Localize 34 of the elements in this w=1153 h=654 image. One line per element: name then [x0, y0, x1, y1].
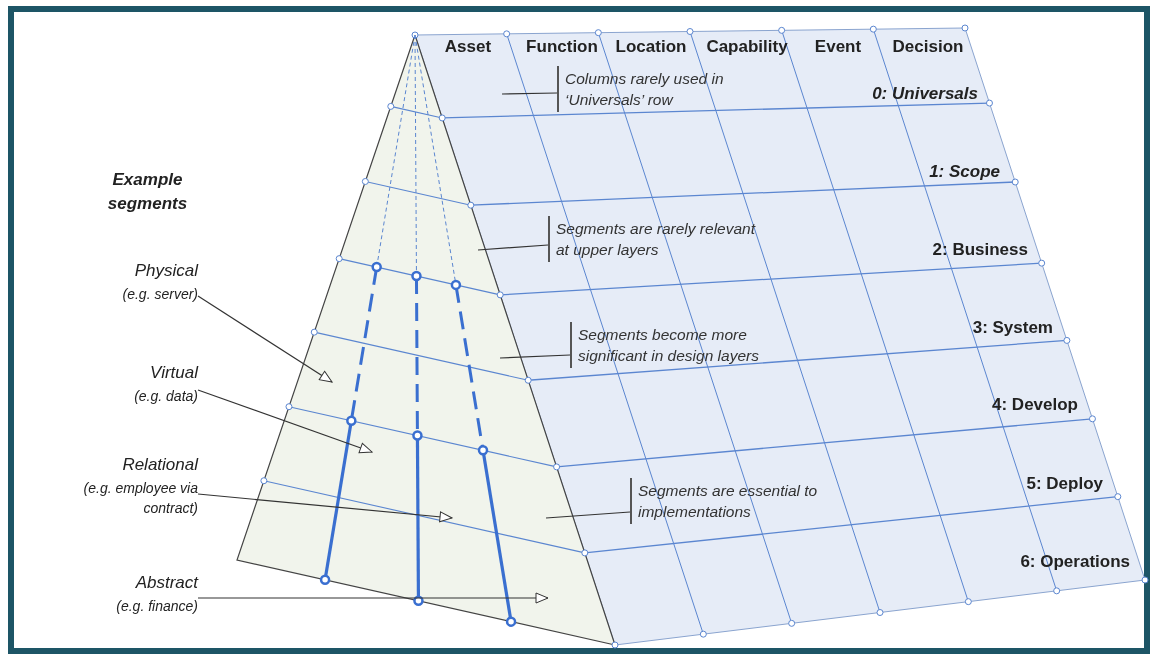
- segment-example: (e.g. data): [133, 387, 198, 406]
- segment-example: (e.g. server): [121, 285, 198, 304]
- leader-arrow: [197, 389, 373, 454]
- row-label: 6: Operations: [1019, 552, 1130, 572]
- leader-line: [499, 354, 571, 359]
- column-header: Asset: [443, 37, 493, 57]
- row-label: 4: Develop: [991, 395, 1078, 415]
- segment-example: (e.g. employee via contract): [82, 479, 198, 518]
- heading: Example segments: [106, 169, 189, 215]
- leader-arrow: [197, 592, 549, 604]
- row-label: 1: Scope: [928, 162, 1000, 182]
- segment-name: Abstract: [134, 572, 198, 594]
- row-label: 2: Business: [931, 240, 1028, 260]
- bracketed-note: Segments are rarely relevant at upper layers: [548, 216, 756, 262]
- row-label: 3: System: [971, 318, 1053, 338]
- row-label: 0: Universals: [871, 84, 978, 104]
- leader-arrow: [197, 295, 333, 383]
- leader-arrow: [197, 493, 453, 523]
- column-header: Function: [525, 37, 599, 57]
- column-header: Decision: [891, 37, 965, 57]
- column-header: Event: [813, 37, 863, 57]
- segment-name: Relational: [121, 454, 198, 476]
- bracketed-note: Segments are essential to implementations: [630, 478, 833, 524]
- leader-line: [501, 92, 558, 95]
- segment-name: Physical: [133, 260, 198, 282]
- column-header: Capability: [705, 37, 789, 57]
- leader-line: [477, 244, 549, 251]
- row-label: 5: Deploy: [1025, 474, 1103, 494]
- column-header: Location: [614, 37, 688, 57]
- segment-example: (e.g. finance): [115, 597, 198, 616]
- bracketed-note: Segments become more significant in design layers: [570, 322, 818, 368]
- bracketed-note: Columns rarely used in ‘Universals’ row: [557, 66, 737, 112]
- leader-line: [545, 511, 631, 519]
- segment-name: Virtual: [149, 362, 198, 384]
